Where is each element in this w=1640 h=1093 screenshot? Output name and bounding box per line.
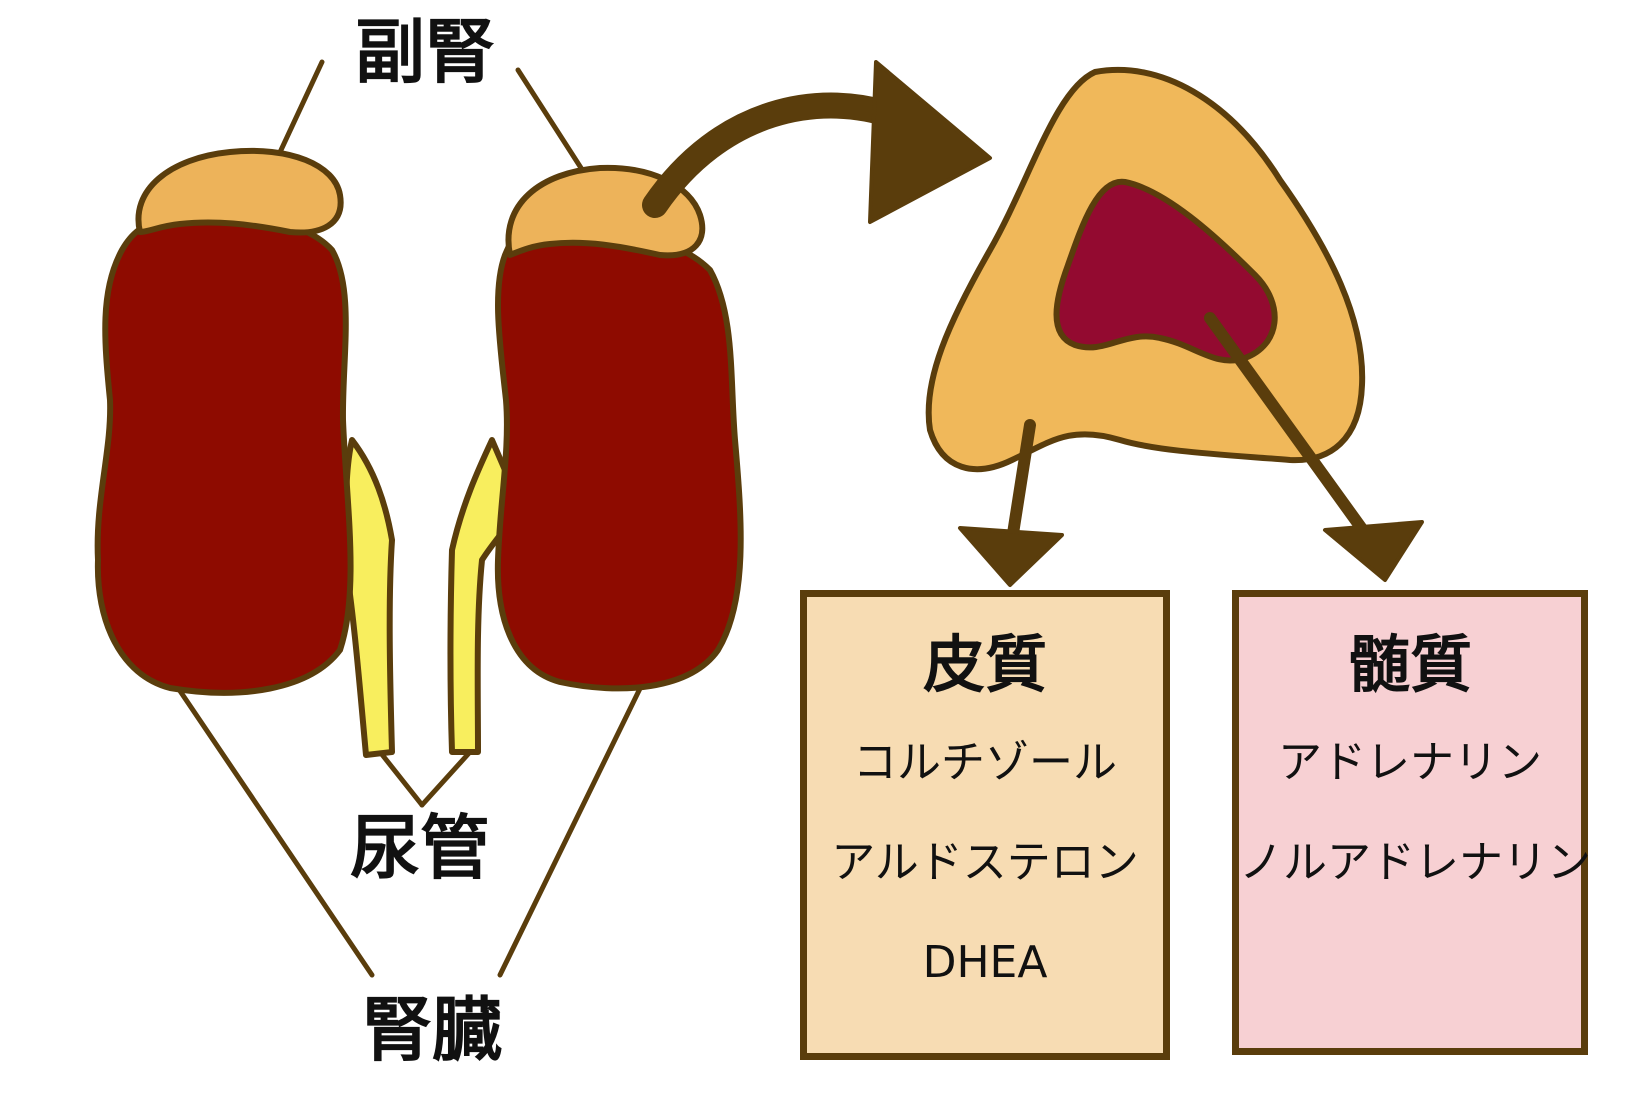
kidney-label: 腎臓 xyxy=(362,989,502,1071)
cortex-hormone-item: DHEA xyxy=(922,937,1048,988)
ureter-leader-left xyxy=(377,749,425,808)
adrenal-cap-left xyxy=(135,148,344,236)
medulla-title: 髄質 xyxy=(1347,628,1472,701)
magnify-arrow-head xyxy=(868,60,992,224)
medulla-hormone-item: アドレナリン xyxy=(1278,737,1542,788)
adrenal-leader-right xyxy=(515,67,595,188)
cortex-title: 皮質 xyxy=(922,628,1047,701)
adrenal-gland-label: 副腎 xyxy=(355,11,495,93)
ureter-leader-right xyxy=(419,749,473,808)
kidney-right xyxy=(494,224,744,692)
medulla-box: 髄質 アドレナリン ノルアドレナリン xyxy=(1232,590,1591,1055)
kidney-left xyxy=(94,211,354,696)
cortex-hormone-item: アルドステロン xyxy=(831,837,1139,888)
cortex-arrow-shaft xyxy=(1006,419,1036,546)
kidney-leader-right xyxy=(497,665,653,978)
magnify-arrow-shaft xyxy=(642,92,913,218)
cortex-box: 皮質 コルチゾール アルドステロン DHEA xyxy=(800,590,1170,1060)
ureter-label: 尿管 xyxy=(350,807,490,889)
kidney-leader-left xyxy=(173,682,375,978)
medulla-arrow-head xyxy=(1323,520,1424,582)
medulla-arrow-shaft xyxy=(1204,312,1376,546)
adrenal-enlarged-medulla xyxy=(1053,178,1278,364)
cortex-arrow-head xyxy=(958,526,1064,587)
medulla-hormone-item: ノルアドレナリン xyxy=(1239,837,1591,888)
cortex-hormone-item: コルチゾール xyxy=(853,737,1117,788)
